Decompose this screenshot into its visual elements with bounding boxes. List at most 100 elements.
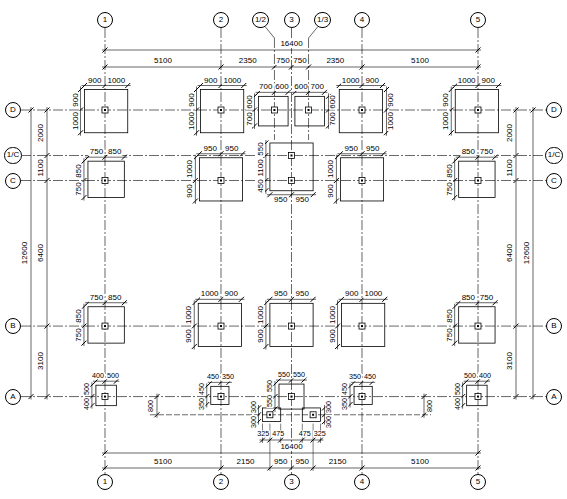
- dimension-text: 750: [75, 327, 83, 342]
- column-core: [220, 325, 222, 327]
- column-core: [291, 154, 293, 156]
- dimension-text: 350: [221, 374, 235, 381]
- dimension-line: [254, 93, 255, 129]
- axis-label: 1/C: [548, 151, 560, 159]
- dimension-tick: [78, 87, 83, 92]
- dimension-tick: [122, 300, 127, 305]
- dimension-tick: [267, 192, 272, 197]
- axis-bubble: 5: [470, 12, 486, 28]
- axis-bubble: D: [546, 102, 562, 118]
- dimension-tick: [360, 151, 365, 156]
- footing-outline: [211, 386, 229, 404]
- dimension-line: [336, 155, 337, 204]
- axis-leader: [309, 27, 318, 38]
- dimension-tick: [531, 394, 536, 399]
- dimension-text: 600: [293, 83, 308, 91]
- dimension-tick: [306, 65, 311, 70]
- dimension-text: 550: [257, 142, 265, 157]
- dimension-text: 2150: [236, 458, 256, 466]
- axis-bubble: C: [546, 173, 562, 189]
- dimension-text: 1000: [200, 290, 220, 298]
- footing-outline: [354, 386, 372, 404]
- dimension-line: [456, 157, 498, 158]
- column-symbol: [218, 178, 224, 184]
- dimension-text: 1000: [222, 77, 242, 85]
- dimension-line: [83, 304, 84, 346]
- footing-outline: [279, 384, 304, 409]
- dimension-text: 950: [344, 145, 359, 153]
- axis-bubble: 1/C: [4, 147, 21, 164]
- column-core: [269, 414, 271, 416]
- dimension-text: 700: [310, 83, 325, 91]
- dimension-text: 16400: [279, 443, 303, 451]
- dimension-text: 500: [106, 373, 120, 380]
- axis-bubble: 3: [284, 474, 300, 490]
- column-symbol: [310, 412, 316, 418]
- dimension-text: 550: [266, 379, 273, 393]
- axis-label: 2: [219, 16, 223, 24]
- dimension-line: [47, 107, 48, 400]
- footing-outline: [455, 90, 498, 133]
- axis-bubble: 3: [284, 12, 300, 28]
- dimension-text: 950: [295, 196, 310, 204]
- dimension-tick: [318, 438, 323, 443]
- column-symbol: [102, 107, 108, 113]
- dimension-tick: [45, 324, 50, 329]
- column-symbol: [271, 107, 277, 113]
- dimension-text: 5100: [153, 57, 173, 65]
- dimension-text: 300: [250, 415, 257, 429]
- footing-outline: [259, 96, 289, 126]
- dimension-line: [292, 92, 328, 93]
- dimension-tick: [103, 65, 108, 70]
- dimension-line: [82, 85, 131, 86]
- axis-label: D: [10, 106, 16, 114]
- axis-line: [291, 28, 292, 474]
- dimension-text: 900: [481, 77, 496, 85]
- axis-bubble: 2: [213, 474, 229, 490]
- dimension-text: 1000: [387, 111, 395, 131]
- dimension-tick: [514, 108, 519, 113]
- dimension-text: 1000: [442, 111, 450, 131]
- dimension-text: 2350: [325, 57, 345, 65]
- dimension-text: 900: [188, 92, 196, 107]
- dimension-text: 1000: [341, 77, 361, 85]
- column-symbol: [289, 323, 295, 329]
- dimension-tick: [514, 324, 519, 329]
- footing-outline: [340, 158, 383, 201]
- dimension-text: 2000: [37, 123, 45, 143]
- dimension-tick: [155, 394, 160, 399]
- footing-outline: [459, 307, 495, 343]
- dimension-line: [198, 85, 247, 86]
- axis-bubble: B: [5, 318, 21, 334]
- dimension-text: 5100: [410, 458, 430, 466]
- dimension-tick: [384, 130, 389, 135]
- dimension-line: [256, 92, 292, 93]
- axis-bubble: 4: [354, 474, 370, 490]
- axis-line: [105, 28, 106, 474]
- dimension-text: 750: [275, 57, 290, 65]
- dimension-tick: [289, 297, 294, 302]
- axis-line: [478, 28, 479, 474]
- column-core: [220, 109, 222, 111]
- dimension-tick: [29, 108, 34, 113]
- dimension-text: 1100: [37, 158, 45, 177]
- dimension-text: 350: [348, 374, 362, 381]
- dimension-text: 850: [461, 294, 476, 302]
- dimension-text: 950: [224, 145, 239, 153]
- dimension-tick: [334, 198, 339, 203]
- column-core: [477, 180, 479, 182]
- axis-line: [21, 326, 546, 327]
- dimension-text: 1100: [506, 158, 514, 177]
- dimension-text: 2350: [238, 57, 258, 65]
- footing-outline: [342, 303, 385, 346]
- dimension-tick: [289, 466, 294, 471]
- dimension-text: 800: [426, 399, 433, 413]
- dimension-text: 1000: [329, 305, 337, 325]
- axis-label: 3: [289, 16, 293, 24]
- footing-outline: [459, 161, 495, 197]
- axis-line: [21, 396, 546, 397]
- axis-label: 2: [219, 478, 223, 486]
- dimension-tick: [381, 151, 386, 156]
